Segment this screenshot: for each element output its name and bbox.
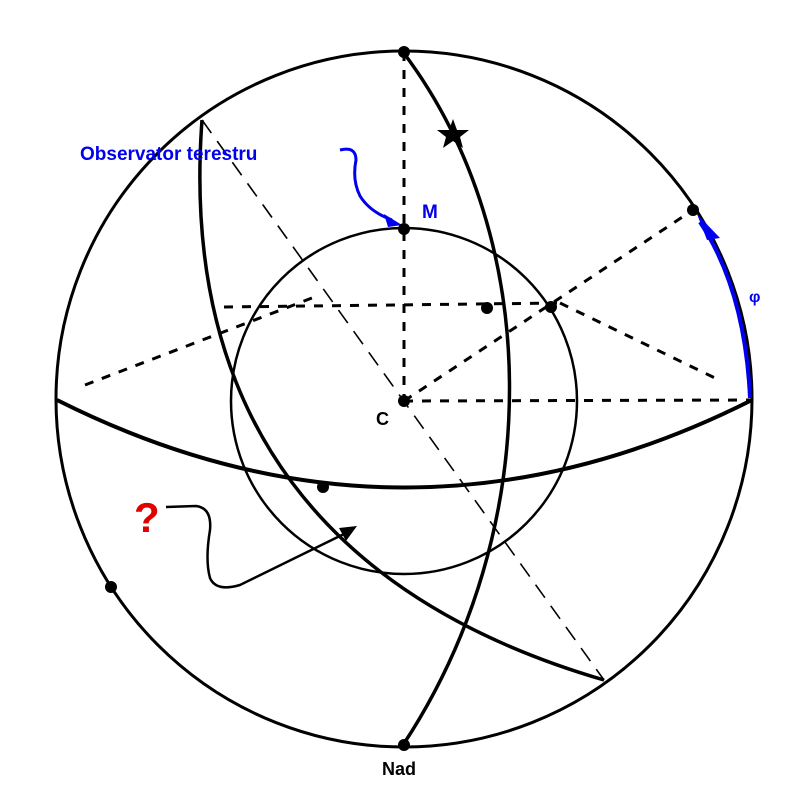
- point-m: [398, 223, 410, 235]
- question-mark-label: ?: [134, 494, 160, 541]
- nadir-point: [398, 739, 410, 751]
- zenith-point: [398, 46, 410, 58]
- observer-pointer-arrow: [339, 147, 393, 222]
- observer-label: Observator terestru: [80, 144, 257, 165]
- horizon-back-right: [559, 301, 716, 380]
- back-point-2: [545, 301, 557, 313]
- horizon-intersection-point: [317, 481, 329, 493]
- latitude-phi-arc: [698, 220, 752, 399]
- center-point: [398, 395, 410, 407]
- celestial-pole-point: [687, 204, 699, 216]
- back-point-1: [481, 302, 493, 314]
- point-m-label: M: [422, 202, 438, 223]
- latitude-phi-label: φ: [749, 289, 760, 306]
- hour-circle-arc: [198, 119, 605, 682]
- star-icon: [437, 119, 469, 148]
- horizon-back-middle: [223, 301, 561, 309]
- center-c-label: C: [376, 409, 389, 429]
- horizon-front-arc: [56, 398, 753, 490]
- nadir-label: Nad: [382, 759, 416, 779]
- question-pointer-arrow: [165, 504, 349, 589]
- equator-point-left: [105, 581, 117, 593]
- question-pointer-arrowhead: [339, 526, 357, 541]
- latitude-line-dashed: [403, 208, 694, 403]
- east-axis-dashed: [403, 398, 751, 403]
- latitude-phi-arrowhead: [697, 214, 720, 240]
- horizon-back-left: [84, 296, 313, 387]
- observer-pointer-arrowhead: [384, 214, 402, 227]
